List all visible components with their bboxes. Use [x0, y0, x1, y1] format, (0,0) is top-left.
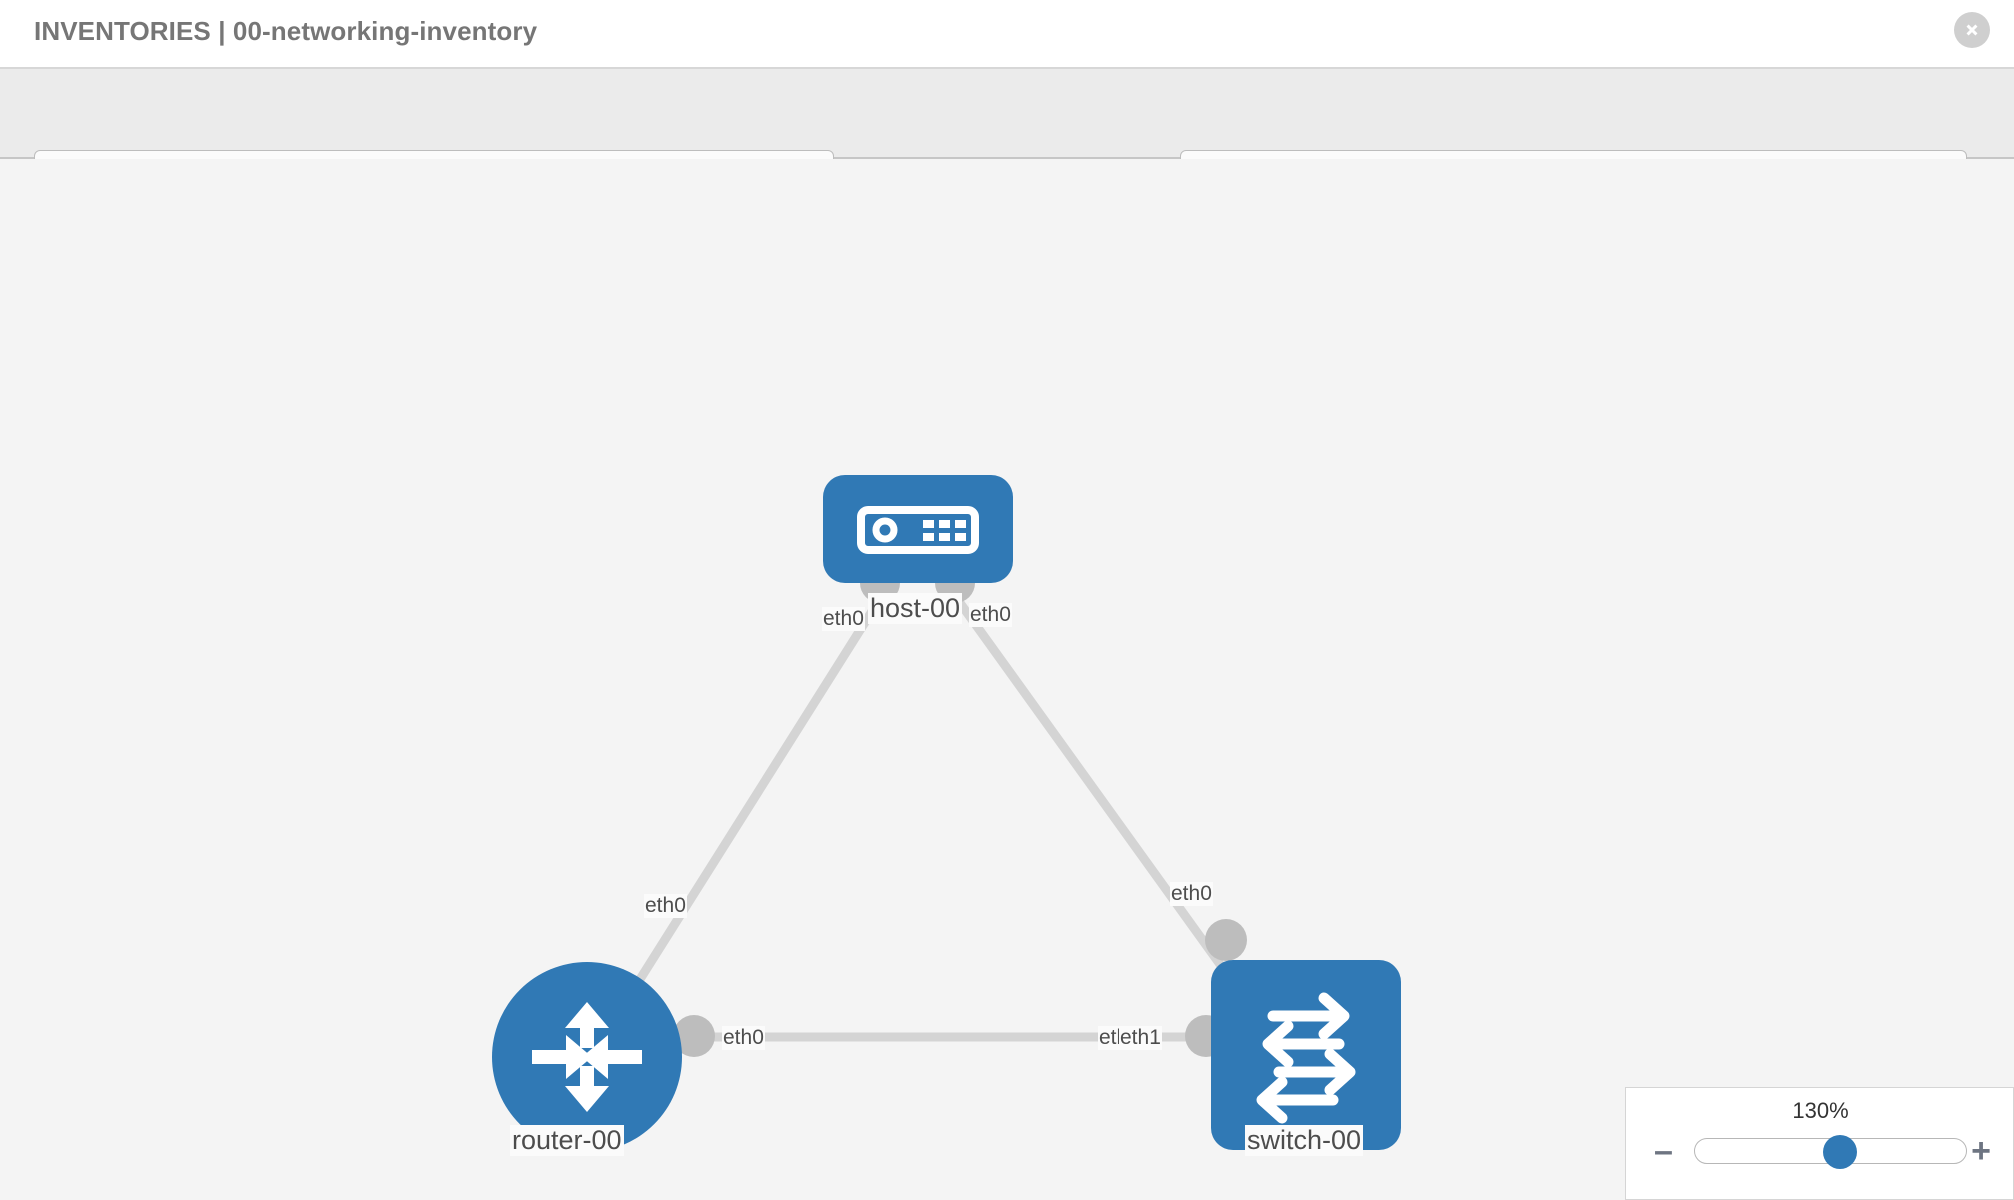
zoom-out-button[interactable]: – [1654, 1132, 1673, 1170]
node-host-00[interactable] [823, 475, 1013, 583]
node-label-switch-00: switch-00 [1245, 1125, 1364, 1156]
edge-label-switch00-eth0-up: eth0 [1170, 882, 1213, 906]
zoom-level-value: 130% [1792, 1098, 1849, 1123]
zoom-slider-thumb[interactable] [1823, 1135, 1857, 1169]
edge-label-host00-eth0-left: eth0 [822, 607, 865, 631]
toolbar: ACTIONS SEARCH [0, 69, 2014, 202]
topology-edges [616, 586, 1236, 1042]
router-arrows-icon [532, 1002, 642, 1112]
edge-label-switch00-eth1: eth1 [1119, 1026, 1162, 1050]
edge-label-host00-eth0-right: eth0 [969, 603, 1012, 627]
zoom-in-button[interactable]: + [1971, 1132, 1991, 1170]
zoom-control-panel: 130% – + [1625, 1087, 2014, 1200]
page-title: INVENTORIES | 00-networking-inventory [34, 16, 538, 46]
zoom-slider[interactable] [1694, 1135, 1967, 1169]
interface-dot-switch00-eth0[interactable] [1205, 919, 1247, 961]
edge-host00-router00 [616, 586, 890, 1014]
topology-canvas[interactable]: host-00 router-00 [0, 159, 2014, 1200]
node-switch-00[interactable] [1211, 960, 1401, 1150]
node-router-00[interactable] [492, 962, 682, 1152]
edge-label-router00-eth0-up: eth0 [644, 894, 687, 918]
edge-host00-switch00 [946, 586, 1236, 984]
switch-arrows-icon [1256, 992, 1356, 1124]
server-icon [857, 506, 979, 554]
node-label-host-00: host-00 [868, 593, 963, 624]
edge-label-router00-eth0: eth0 [722, 1026, 765, 1050]
close-icon[interactable] [1954, 12, 1990, 48]
node-label-router-00: router-00 [510, 1125, 624, 1156]
page-header: INVENTORIES | 00-networking-inventory [0, 0, 2014, 69]
